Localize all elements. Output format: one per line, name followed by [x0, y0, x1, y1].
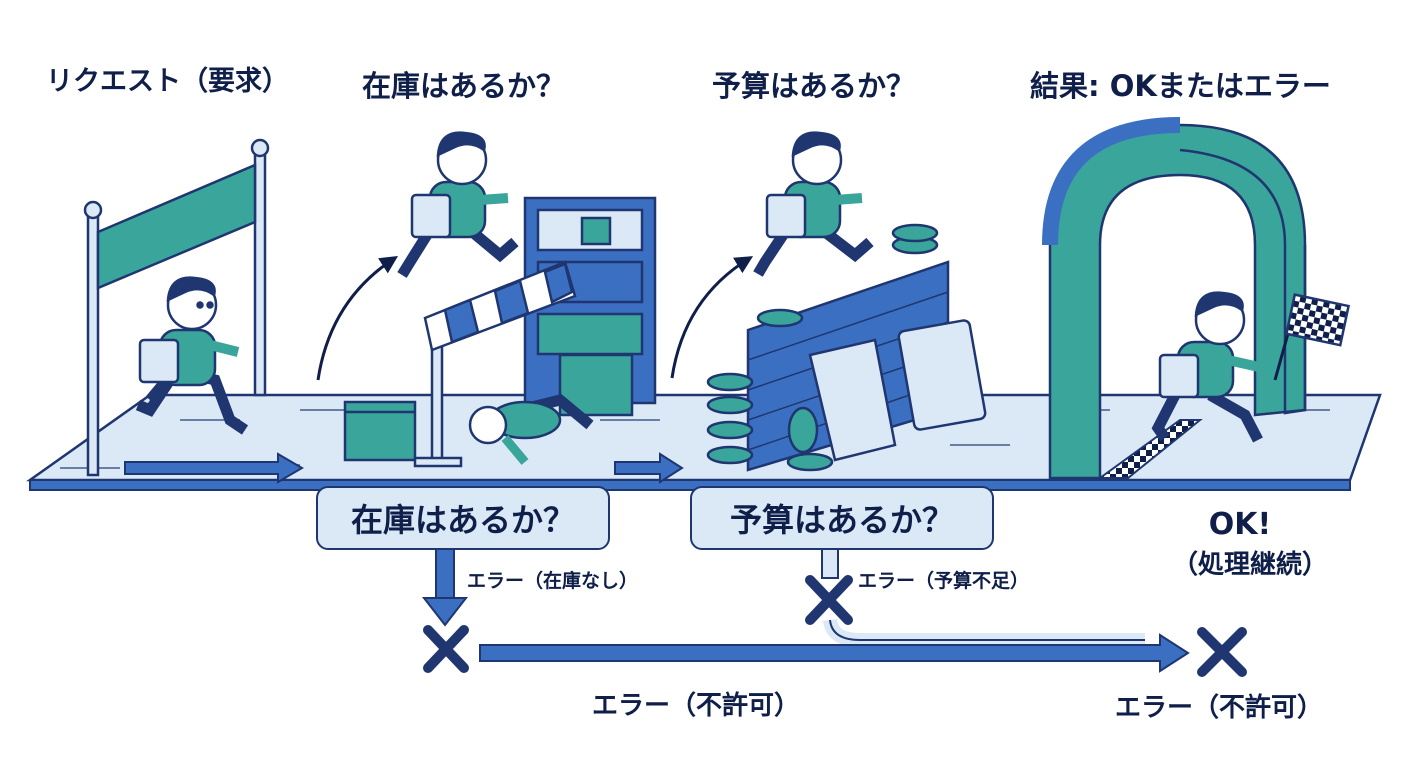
stage-title-result: 結果: OKまたはエラー	[1030, 69, 1331, 103]
runner-finish	[1151, 291, 1351, 443]
stock-hurdle	[413, 260, 577, 468]
budget-check-box: 予算はあるか？	[690, 486, 994, 550]
track	[26, 393, 1382, 491]
ok-sub-label: （処理継続）	[1171, 550, 1328, 580]
x-mark-stock	[423, 625, 469, 673]
x-mark-budget	[805, 575, 853, 625]
runner-start	[135, 276, 249, 435]
stage-title-request: リクエスト（要求）	[46, 66, 289, 97]
runner-fallen	[468, 393, 594, 465]
error-denied-right-label: エラー（不許可）	[1115, 693, 1324, 723]
error-denied-middle-label: エラー（不許可）	[592, 691, 801, 721]
stage-title-budget: 予算はあるか？	[712, 69, 916, 103]
inventory-shelf	[343, 196, 657, 462]
runner-jump-budget	[753, 131, 874, 277]
finish-arch	[1042, 117, 1307, 480]
runner-jump-stock	[397, 131, 519, 278]
stage-title-stock: 在庫はあるか？	[362, 69, 566, 103]
x-mark-final	[1197, 627, 1247, 677]
stock-check-box: 在庫はあるか？	[316, 486, 610, 550]
error-branches	[421, 547, 1190, 673]
start-gate	[83, 138, 270, 477]
budget-wall	[706, 223, 987, 472]
error-no-budget-label: エラー（予算不足）	[858, 570, 1030, 592]
ok-label: OK!	[1208, 507, 1272, 542]
flow-arrows[interactable]	[124, 452, 684, 484]
error-no-stock-label: エラー（在庫なし）	[467, 570, 639, 592]
